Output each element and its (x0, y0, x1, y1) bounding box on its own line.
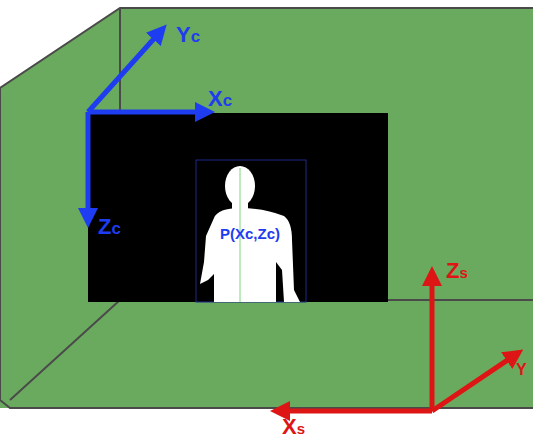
axis-label: Y (516, 362, 527, 378)
axis-label: Zc (98, 216, 121, 238)
room-edges (0, 8, 533, 408)
camera-axes (88, 32, 205, 218)
camera-image (88, 113, 388, 302)
person-silhouette (200, 166, 300, 302)
point-label: P(Xc,Zc) (220, 226, 280, 241)
axis-label: Xs (282, 416, 305, 438)
axis-label: Yc (176, 24, 200, 46)
room-walls (0, 8, 533, 408)
axis-label: Zs (446, 260, 468, 282)
scene-axes (280, 276, 515, 411)
bounding-box (196, 160, 306, 302)
axis-label: Xc (208, 88, 232, 110)
